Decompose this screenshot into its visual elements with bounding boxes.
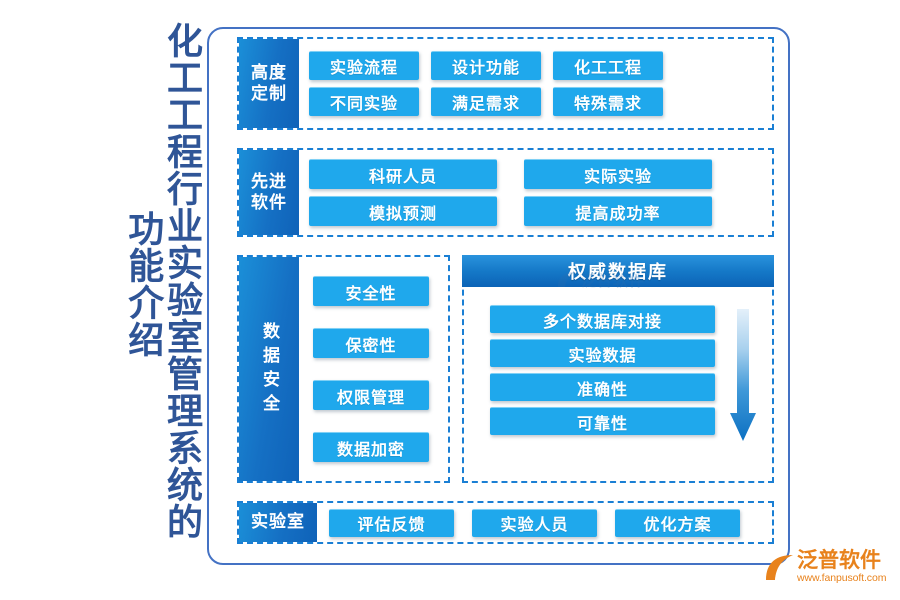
brand-name: 泛普软件 xyxy=(797,547,881,572)
section-advanced-software: 先进 软件 科研人员 实际实验 模拟预测 提高成功率 xyxy=(237,148,774,237)
section-body-data-security: 安全性 保密性 权限管理 数据加密 xyxy=(299,257,448,481)
section-label-line-2: 定制 xyxy=(251,83,287,103)
brand-url: www.fanpusoft.com xyxy=(797,571,887,584)
chip-item[interactable]: 安全性 xyxy=(313,276,429,306)
section-label-advanced-software: 先进 软件 xyxy=(239,150,299,235)
section-body-laboratory: 评估反馈 实验人员 优化方案 xyxy=(317,503,772,542)
chip-item[interactable]: 准确性 xyxy=(490,373,715,401)
chip-item[interactable]: 实验流程 xyxy=(309,51,419,80)
section-label-laboratory: 实验室 xyxy=(239,503,317,542)
chip-row: 实验流程 设计功能 化工工程 xyxy=(309,51,772,80)
section-label-line-1: 高度 xyxy=(251,63,287,83)
chip-item[interactable]: 实际实验 xyxy=(524,159,712,189)
chip-row: 科研人员 实际实验 xyxy=(309,159,772,189)
chip-item[interactable]: 模拟预测 xyxy=(309,196,497,226)
section-body-high-customization: 实验流程 设计功能 化工工程 不同实验 满足需求 特殊需求 xyxy=(299,39,772,128)
diagram-frame: 高度 定制 实验流程 设计功能 化工工程 不同实验 满足需求 特殊需求 先进 软… xyxy=(207,27,790,565)
chip-item[interactable]: 数据加密 xyxy=(313,432,429,462)
section-data-security: 数据安全 安全性 保密性 权限管理 数据加密 xyxy=(237,255,450,483)
section-label-high-customization: 高度 定制 xyxy=(239,39,299,128)
chip-item[interactable]: 优化方案 xyxy=(615,508,740,537)
section-label-line-1: 先进 xyxy=(251,172,287,192)
chip-item[interactable]: 科研人员 xyxy=(309,159,497,189)
chip-row: 模拟预测 提高成功率 xyxy=(309,196,772,226)
section-label-line-2: 软件 xyxy=(251,192,287,212)
page-title-column-2: 功能介绍 xyxy=(123,210,164,358)
section-label-data-security: 数据安全 xyxy=(239,257,299,481)
chip-item[interactable]: 提高成功率 xyxy=(524,196,712,226)
section-body-authoritative-database: 多个数据库对接 实验数据 准确性 可靠性 xyxy=(464,289,772,481)
page-title: 化工工程行业实验室管理系统的 功能介绍 xyxy=(96,22,202,572)
down-arrow-icon xyxy=(730,309,756,441)
brand-logo: 泛普软件 www.fanpusoft.com xyxy=(764,546,896,590)
chip-item[interactable]: 满足需求 xyxy=(431,87,541,116)
section-high-customization: 高度 定制 实验流程 设计功能 化工工程 不同实验 满足需求 特殊需求 xyxy=(237,37,774,130)
chip-item[interactable]: 多个数据库对接 xyxy=(490,305,715,333)
chip-item[interactable]: 评估反馈 xyxy=(329,508,454,537)
chip-item[interactable]: 设计功能 xyxy=(431,51,541,80)
section-body-advanced-software: 科研人员 实际实验 模拟预测 提高成功率 xyxy=(299,150,772,235)
section-header-authoritative-database: 权威数据库 xyxy=(462,255,774,287)
chip-item[interactable]: 特殊需求 xyxy=(553,87,663,116)
chip-item[interactable]: 可靠性 xyxy=(490,407,715,435)
chip-item[interactable]: 实验人员 xyxy=(472,508,597,537)
brand-logo-text: 泛普软件 www.fanpusoft.com xyxy=(797,547,887,587)
chip-item[interactable]: 不同实验 xyxy=(309,87,419,116)
fanpu-swoosh-icon xyxy=(766,555,793,580)
chip-item[interactable]: 化工工程 xyxy=(553,51,663,80)
chip-item[interactable]: 权限管理 xyxy=(313,380,429,410)
chip-row: 不同实验 满足需求 特殊需求 xyxy=(309,87,772,116)
section-authoritative-database: 权威数据库 泛普软件 多个数据库对接 实验数据 准确性 可靠性 xyxy=(462,255,774,483)
section-dashed-outline xyxy=(462,260,774,483)
chip-item[interactable]: 实验数据 xyxy=(490,339,715,367)
section-laboratory: 实验室 评估反馈 实验人员 优化方案 xyxy=(237,501,774,544)
page-title-column-1: 化工工程行业实验室管理系统的 xyxy=(162,22,202,540)
chip-item[interactable]: 保密性 xyxy=(313,328,429,358)
chip-row: 评估反馈 实验人员 优化方案 xyxy=(329,508,772,537)
